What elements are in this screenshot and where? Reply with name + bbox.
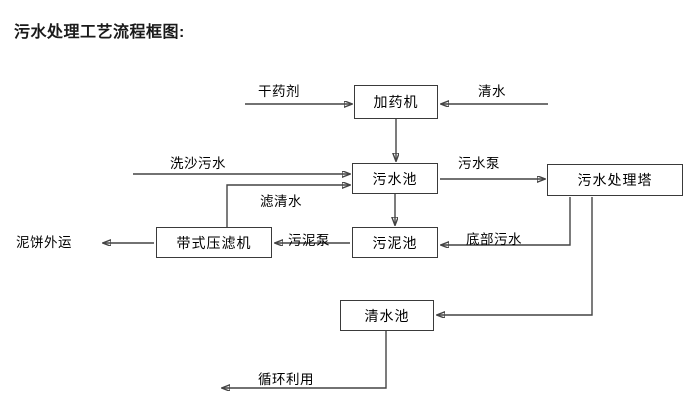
edge-label-dry-chemical: 干药剂	[258, 84, 300, 99]
wire-tower-to-clear-water-pool	[437, 197, 593, 315]
node-sludge-pool[interactable]: 污泥池	[352, 227, 438, 258]
node-label: 污水处理塔	[577, 172, 653, 188]
node-label: 加药机	[373, 94, 419, 110]
node-label: 带式压滤机	[176, 234, 252, 251]
wire-bottom-sewage-to-sludge-pool	[441, 197, 571, 245]
edge-label-filtered-clear-water: 滤清水	[260, 194, 302, 209]
node-label: 清水池	[364, 307, 410, 324]
edge-label-sludge-pump: 污泥泵	[288, 233, 330, 248]
edge-label-sewage-pump: 污水泵	[458, 156, 500, 171]
wire-clear-water-to-recycle	[222, 331, 387, 388]
edge-label-sand-wash-sewage: 洗沙污水	[170, 156, 226, 171]
node-belt-filter-press[interactable]: 带式压滤机	[156, 227, 272, 258]
node-label: 污泥池	[372, 234, 418, 251]
node-clear-water-pool[interactable]: 清水池	[340, 300, 434, 331]
node-wastewater-pool[interactable]: 污水池	[352, 163, 438, 194]
node-label: 污水池	[372, 170, 418, 187]
page-title: 污水处理工艺流程框图:	[14, 24, 185, 41]
edge-label-clean-water: 清水	[478, 84, 506, 99]
edge-label-recycle-reuse: 循环利用	[258, 372, 314, 387]
node-treatment-tower[interactable]: 污水处理塔	[547, 164, 683, 196]
wire-filtered-water-to-wastewater-pool	[226, 185, 350, 227]
node-dosing-machine[interactable]: 加药机	[354, 85, 438, 119]
edge-label-mud-cake-out: 泥饼外运	[16, 235, 72, 250]
edge-label-bottom-sewage: 底部污水	[466, 232, 522, 247]
